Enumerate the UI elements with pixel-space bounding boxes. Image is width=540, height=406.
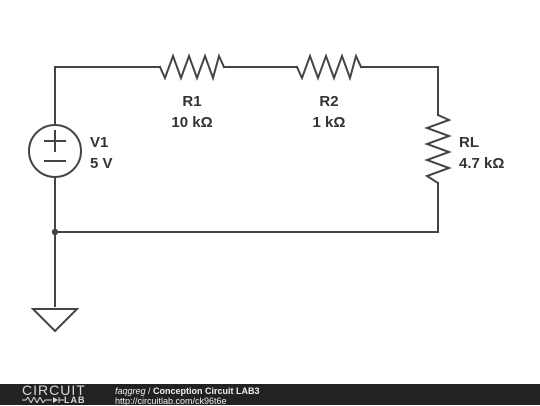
resistor-r2 bbox=[295, 53, 363, 82]
junction-dot bbox=[51, 228, 59, 236]
credits: faqgreg / Conception Circuit LAB3 http:/… bbox=[115, 386, 260, 406]
circuit-title: Conception Circuit LAB3 bbox=[153, 386, 260, 396]
circuit-url-link[interactable]: http://circuitlab.com/ck96t6e bbox=[115, 396, 227, 406]
v1-name-label: V1 bbox=[90, 134, 108, 151]
v1-value-label: 5 V bbox=[90, 155, 113, 172]
logo-text-lab: LAB bbox=[64, 395, 86, 405]
credits-separator: / bbox=[145, 386, 154, 396]
rl-value-label: 4.7 kΩ bbox=[459, 155, 504, 172]
rl-name-label: RL bbox=[459, 134, 479, 151]
top-right-wire bbox=[360, 66, 439, 116]
r2-name-label: R2 bbox=[319, 93, 338, 110]
resistor-r1 bbox=[158, 53, 226, 82]
ground-icon bbox=[30, 308, 80, 333]
circuit-schematic: R1 10 kΩ R2 1 kΩ RL 4.7 kΩ V1 5 V bbox=[28, 53, 504, 333]
r1-name-label: R1 bbox=[182, 93, 201, 110]
top-left-wire bbox=[54, 66, 161, 126]
logo-wave-icon bbox=[22, 397, 64, 403]
resistor-rl bbox=[424, 113, 452, 185]
voltage-source-v1 bbox=[28, 124, 82, 178]
bottom-wire bbox=[54, 182, 439, 233]
r1-value-label: 10 kΩ bbox=[171, 114, 212, 131]
author-link[interactable]: faqgreg bbox=[115, 386, 146, 396]
footer-bar: CIRCUIT LAB faqgreg / Conception Circuit… bbox=[0, 382, 540, 406]
r2-value-label: 1 kΩ bbox=[313, 114, 346, 131]
logo-text-circuit: CIRCUIT bbox=[22, 382, 86, 398]
circuitlab-logo[interactable]: CIRCUIT LAB bbox=[22, 382, 102, 405]
